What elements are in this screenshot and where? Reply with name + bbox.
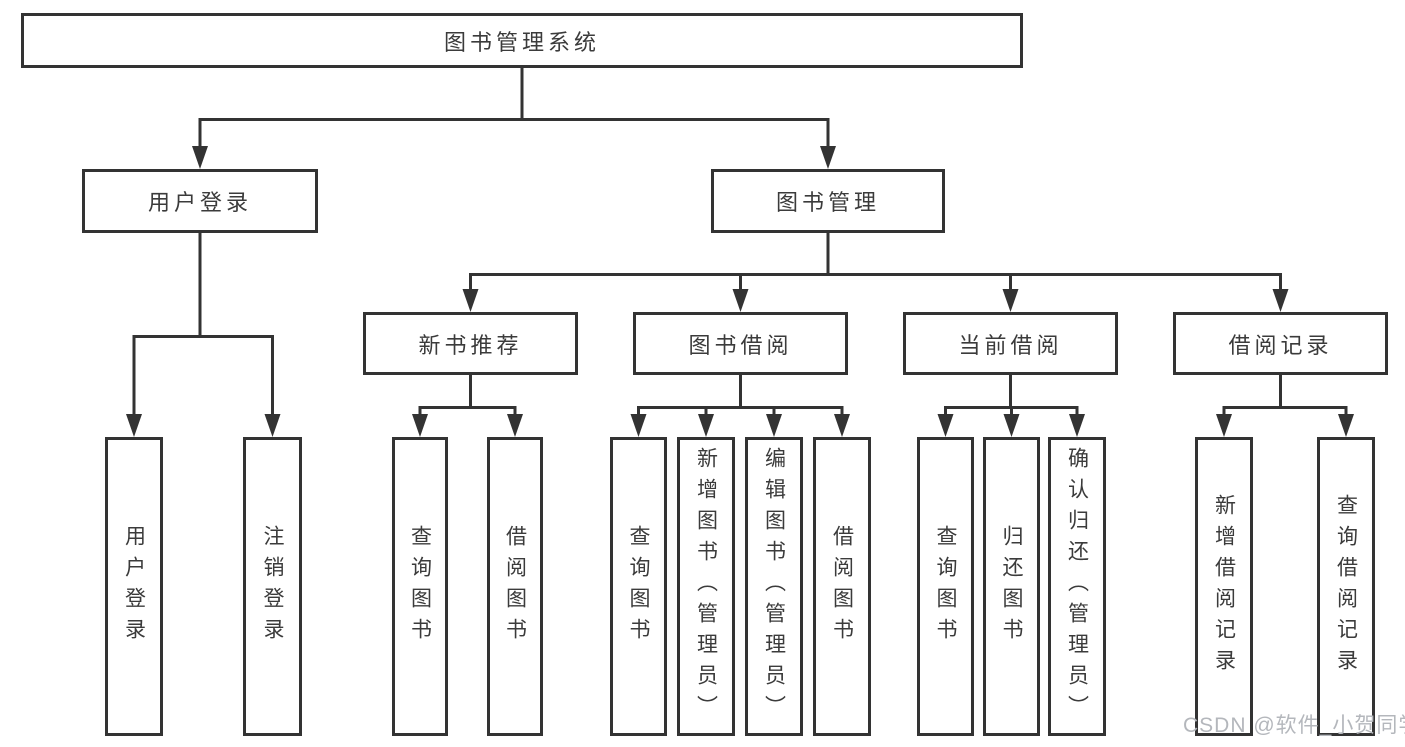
leaf-borrow-books-borrowing: 借阅图书 [813,437,871,736]
arrowhead-icon [630,414,647,437]
node-new-book-recommend-label: 新书推荐 [418,332,523,358]
node-user-login-label: 用户登录 [147,190,252,215]
leaf-add-book-admin-label: 新增图书（管理员） [694,447,718,726]
leaf-query-books-recommend: 查询图书 [392,437,448,736]
arrowhead-icon [462,289,479,312]
connector-book-management-branch [469,233,1282,292]
arrowhead-icon [766,414,782,437]
leaf-confirm-return-admin-label: 确认归还（管理员） [1065,447,1089,726]
arrowhead-icon [507,414,523,437]
arrowhead-icon [1272,289,1289,312]
leaf-return-book-label: 归还图书 [1000,524,1023,649]
leaf-add-borrow-record-label: 新增借阅记录 [1212,493,1236,680]
node-current-borrowing: 当前借阅 [903,312,1118,375]
leaf-add-book-admin: 新增图书（管理员） [677,437,735,736]
leaf-logout-login-label: 注销登录 [261,524,284,649]
leaf-query-books-borrowing: 查询图书 [610,437,667,736]
node-book-borrowing: 图书借阅 [633,312,848,375]
arrowhead-icon [698,414,714,437]
arrowhead-icon [1002,289,1019,312]
node-current-borrowing-label: 当前借阅 [958,332,1063,358]
arrowhead-icon [1069,414,1085,437]
leaf-confirm-return-admin: 确认归还（管理员） [1048,437,1106,736]
connector-book-borrowing-branch [637,375,844,417]
leaf-query-borrow-record-label: 查询借阅记录 [1334,493,1358,680]
connector-borrowing-records-branch [1222,375,1348,417]
leaf-borrow-books-recommend: 借阅图书 [487,437,543,736]
leaf-query-borrow-record: 查询借阅记录 [1317,437,1375,736]
leaf-query-books-recommend-label: 查询图书 [408,524,432,649]
arrowhead-icon [937,414,954,437]
connector-root-branch [198,68,830,150]
node-user-login: 用户登录 [82,169,318,233]
node-book-borrowing-label: 图书借阅 [688,332,793,358]
arrowhead-icon [1003,414,1020,437]
node-new-book-recommend: 新书推荐 [363,312,578,375]
arrowhead-icon [192,146,208,169]
csdn-watermark: CSDN @软件_小贺同学 [1183,714,1405,737]
leaf-add-borrow-record: 新增借阅记录 [1195,437,1253,736]
connector-user-login-branch [132,233,274,417]
node-borrowing-records: 借阅记录 [1173,312,1388,375]
leaf-borrow-books-borrowing-label: 借阅图书 [830,524,854,649]
leaf-borrow-books-recommend-label: 借阅图书 [503,524,527,649]
node-borrowing-records-label: 借阅记录 [1228,332,1333,358]
arrowhead-icon [126,414,142,437]
arrowhead-icon [820,146,836,169]
leaf-logout-login: 注销登录 [243,437,302,736]
leaf-query-books-current-label: 查询图书 [934,524,957,649]
arrowhead-icon [732,289,749,312]
leaf-user-login: 用户登录 [105,437,163,736]
arrowhead-icon [1216,414,1232,437]
node-book-management-label: 图书管理 [775,190,880,215]
connector-current-borrowing-branch [944,375,1079,417]
leaf-edit-book-admin: 编辑图书（管理员） [745,437,803,736]
leaf-user-login-label: 用户登录 [122,524,146,649]
arrowhead-icon [1338,414,1354,437]
arrowhead-icon [264,414,281,437]
leaf-return-book: 归还图书 [983,437,1040,736]
leaf-query-books-current: 查询图书 [917,437,974,736]
node-book-management: 图书管理 [711,169,945,233]
node-root-label: 图书管理系统 [443,29,600,55]
arrowhead-icon [834,414,850,437]
arrowhead-icon [412,414,428,437]
leaf-query-books-borrowing-label: 查询图书 [627,524,650,649]
connector-new-book-recommend-branch [418,375,517,417]
leaf-edit-book-admin-label: 编辑图书（管理员） [762,447,786,726]
node-root: 图书管理系统 [21,13,1023,68]
